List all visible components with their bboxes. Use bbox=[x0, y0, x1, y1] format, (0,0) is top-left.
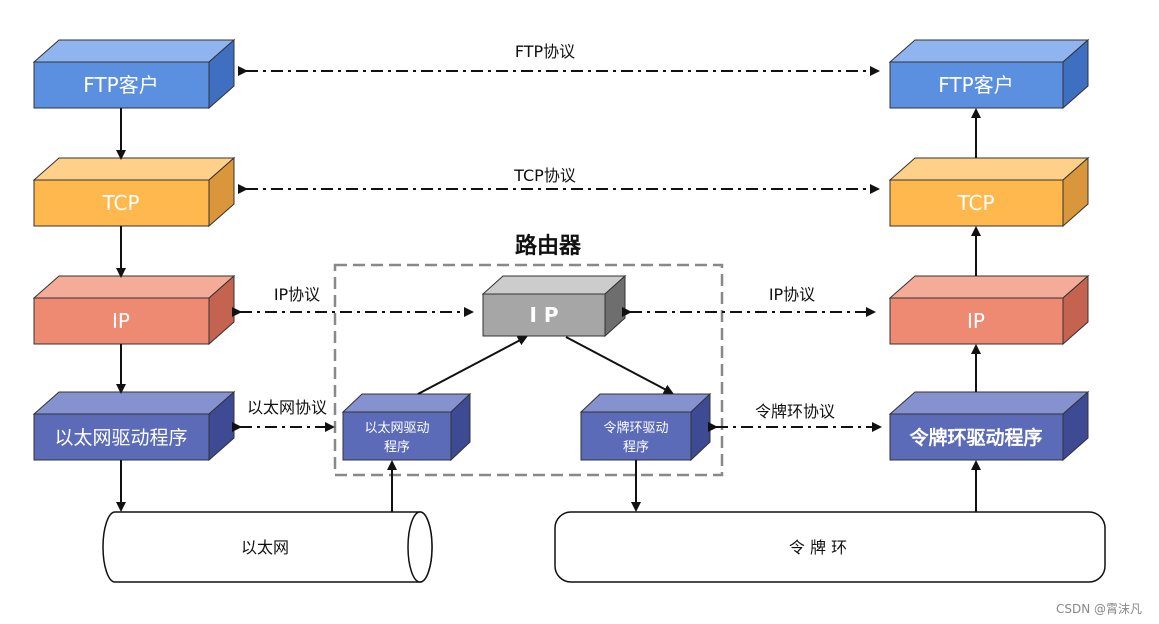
tcp-right-box: TCP bbox=[888, 156, 1090, 228]
protocol-arrows bbox=[232, 66, 882, 432]
token-ring-medium-label: 令 牌 环 bbox=[789, 538, 847, 557]
ip-right-label: IP bbox=[967, 309, 985, 333]
router-ip-box: I P bbox=[481, 274, 627, 338]
ftp-client-left-label: FTP客户 bbox=[83, 73, 158, 97]
router-ip-label: I P bbox=[529, 303, 558, 327]
arrow-router-driver-to-ip bbox=[417, 336, 528, 395]
router-boundary bbox=[333, 263, 724, 477]
ftp-client-right-box: FTP客户 bbox=[888, 38, 1090, 110]
tcp-protocol-label: TCP协议 bbox=[513, 166, 576, 185]
ftp-protocol-label: FTP协议 bbox=[515, 42, 575, 61]
ip-protocol-right-label: IP协议 bbox=[769, 285, 815, 304]
router-token-ring-driver-label-line1: 令牌环驱动 bbox=[603, 420, 668, 436]
arrow-router-ip-to-token-driver bbox=[565, 336, 674, 394]
ip-right-box: IP bbox=[888, 274, 1090, 346]
ethernet-cable: 以太网 bbox=[102, 511, 433, 583]
tcp-left-label: TCP bbox=[101, 191, 139, 215]
tcp-right-label: TCP bbox=[956, 191, 994, 215]
ethernet-protocol-label: 以太网协议 bbox=[247, 398, 327, 417]
token-ring-driver-right-box: 令牌环驱动程序 bbox=[888, 390, 1090, 462]
router-token-ring-driver-box: 令牌环驱动 程序 bbox=[579, 392, 712, 462]
ip-left-box: IP bbox=[32, 274, 236, 346]
watermark: CSDN @霄沫凡 bbox=[1056, 602, 1142, 616]
router-ethernet-driver-box: 以太网驱动 程序 bbox=[341, 392, 472, 462]
router-ethernet-driver-label-line1: 以太网驱动 bbox=[364, 421, 429, 436]
ethernet-driver-left-label: 以太网驱动程序 bbox=[54, 427, 187, 449]
tcp-left-box: TCP bbox=[32, 156, 236, 228]
ip-protocol-left-label: IP协议 bbox=[274, 285, 320, 304]
ftp-client-right-label: FTP客户 bbox=[938, 73, 1013, 97]
ftp-client-left-box: FTP客户 bbox=[32, 38, 236, 110]
router-ethernet-driver-label-line2: 程序 bbox=[384, 440, 410, 455]
ethernet-driver-left-box: 以太网驱动程序 bbox=[32, 390, 236, 462]
ethernet-cable-label: 以太网 bbox=[241, 538, 289, 557]
router-title: 路由器 bbox=[515, 233, 582, 259]
token-ring-medium: 令 牌 环 bbox=[554, 511, 1106, 583]
router-token-ring-driver-label-line2: 程序 bbox=[623, 440, 649, 455]
ip-left-label: IP bbox=[112, 309, 130, 333]
token-ring-protocol-label: 令牌环协议 bbox=[755, 402, 835, 421]
data-flow-arrows bbox=[116, 108, 981, 512]
token-ring-driver-right-label: 令牌环驱动程序 bbox=[909, 426, 1042, 449]
